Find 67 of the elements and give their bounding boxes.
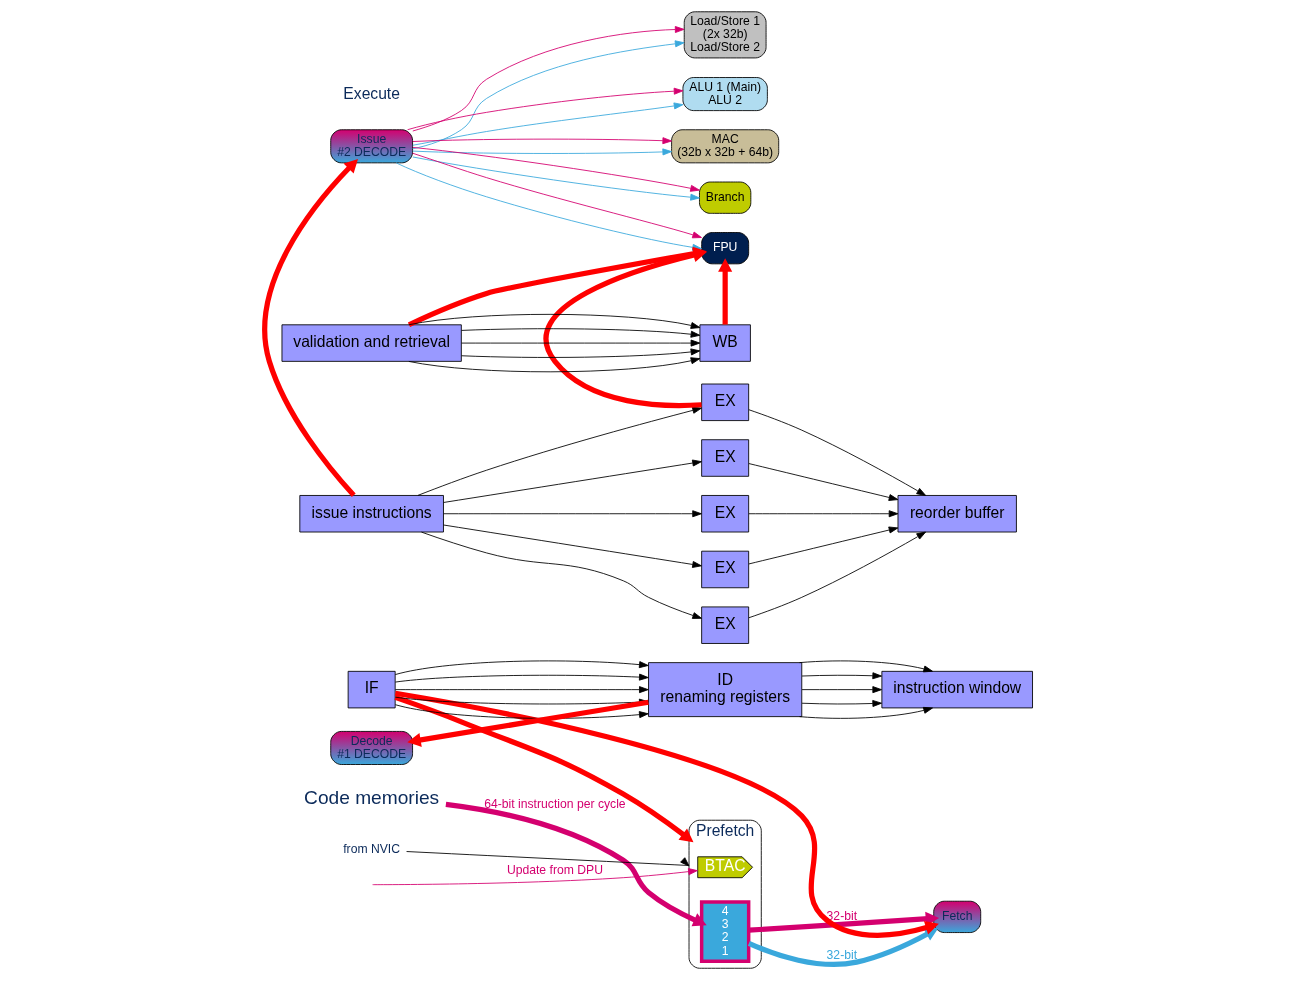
node-box: Decode #1 DECODE (330, 731, 413, 765)
node-box: reorder buffer (897, 495, 1017, 533)
node-box: validation and retrieval (281, 324, 462, 362)
arrow (406, 851, 690, 867)
node-box: EX (701, 439, 750, 477)
arrow (412, 40, 685, 150)
arrow (748, 510, 899, 518)
node-box: EX (701, 606, 750, 644)
arrow (412, 147, 700, 192)
node-text: Code memories (304, 787, 440, 809)
arrow (748, 463, 899, 501)
node-box: IF (347, 670, 396, 709)
arrow (799, 660, 933, 673)
node-box: Issue #2 DECODE (330, 129, 413, 164)
node-box: WB (699, 324, 751, 362)
arrow (408, 357, 701, 373)
arrow (412, 102, 684, 146)
arrow (748, 526, 899, 565)
node-box: issue instructions (299, 495, 444, 533)
edge-label: 64-bit instruction per cycle (484, 797, 626, 812)
node-box: MAC (32b x 32b + 64b) (671, 129, 780, 164)
arrow (262, 158, 358, 497)
arrow (445, 801, 707, 927)
arrow (412, 26, 685, 132)
arrow (443, 459, 702, 503)
node-box: EX (701, 495, 750, 533)
node-box: EX (701, 383, 750, 421)
arrow (443, 524, 702, 568)
edge-label: 32-bit (826, 908, 858, 923)
node-box: instruction window (881, 670, 1033, 709)
node-box: ID renaming registers (648, 662, 803, 718)
node-text: from NVIC (343, 842, 401, 857)
arrow (748, 409, 927, 496)
arrow (372, 868, 698, 886)
arrow (394, 660, 649, 675)
arrow (412, 137, 672, 145)
arrow (412, 156, 700, 201)
arrow (461, 348, 701, 358)
arrow (461, 328, 701, 338)
arrow (407, 87, 684, 131)
arrow (417, 406, 702, 496)
arrow (801, 700, 882, 707)
edge-label: 32-bit (826, 947, 858, 962)
arrow (799, 706, 933, 719)
arrow (461, 339, 701, 347)
node-box: Fetch (933, 900, 982, 933)
arrow (748, 911, 940, 933)
arrow (412, 148, 672, 156)
node-box: 4 3 2 1 (699, 900, 751, 964)
node-box: EX (701, 550, 750, 589)
arrow (801, 672, 882, 680)
arrow (421, 531, 702, 619)
arrow (801, 686, 882, 694)
arrow (412, 152, 702, 239)
arrow (747, 927, 939, 968)
arrow (394, 686, 649, 694)
edge-label: Update from DPU (506, 863, 603, 878)
arrow (408, 313, 701, 329)
label: Execute (343, 84, 400, 102)
node-box: Load/Store 1 (2x 32b) Load/Store 2 (683, 11, 767, 59)
arrow (394, 673, 649, 683)
node-box: FPU (701, 232, 750, 265)
arrow (443, 510, 702, 518)
arrow (718, 258, 733, 325)
node-box: ALU 1 (Main) ALU 2 (682, 77, 768, 112)
arrow (748, 531, 927, 619)
node-box: Branch (699, 181, 752, 214)
